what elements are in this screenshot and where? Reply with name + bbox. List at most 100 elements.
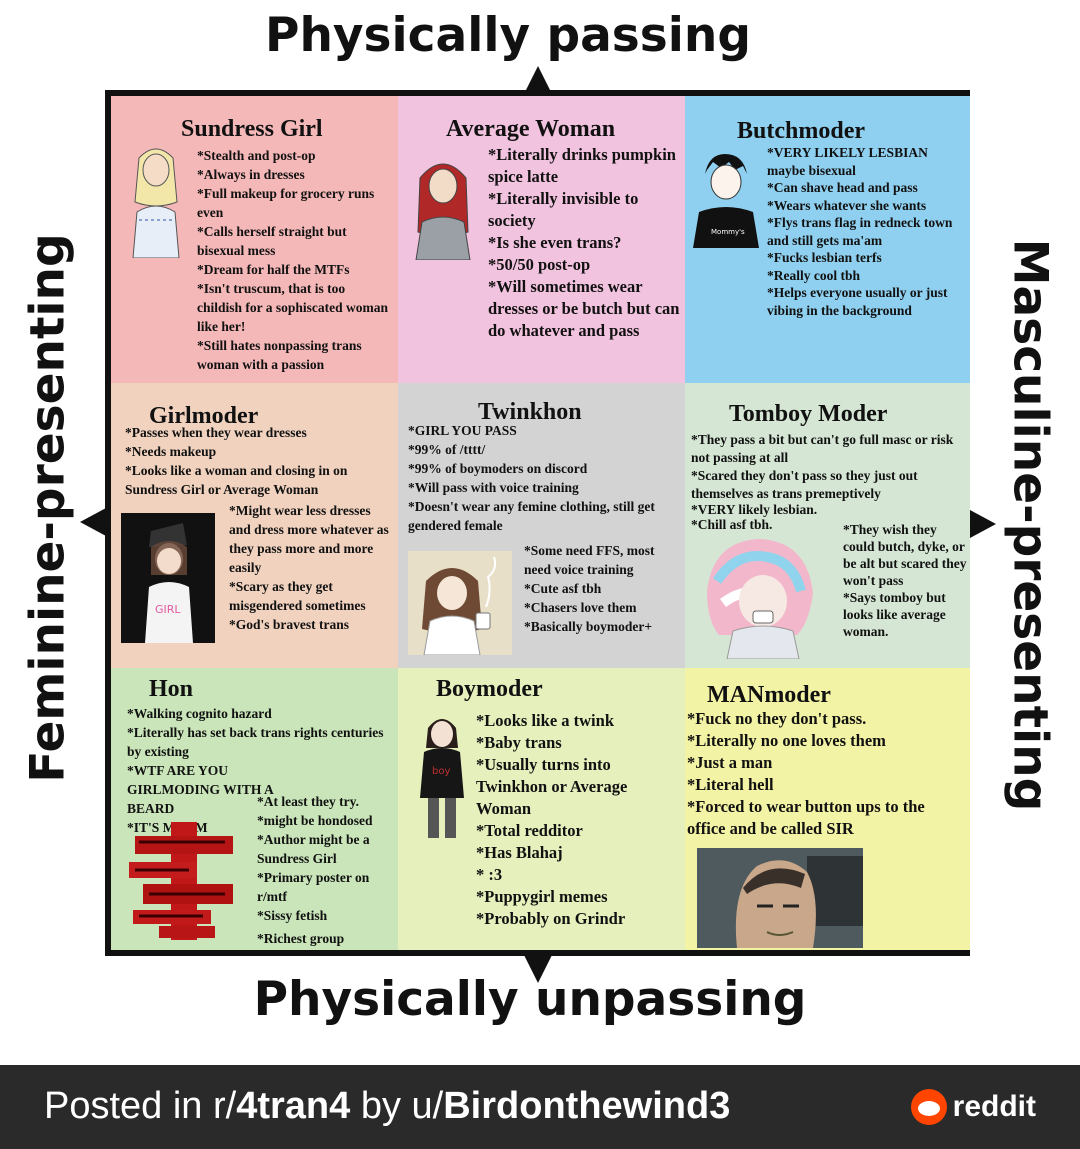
trait-item: *Richest group <box>257 931 345 946</box>
cell-average-woman: Average Woman *Literally drinks pumpkin … <box>398 96 685 383</box>
trait-item: *VERY LIKELY LESBIAN maybe bisexual <box>767 145 928 178</box>
trait-item: *Usually turns into Twinkhon or Average … <box>476 755 628 818</box>
trait-item: *VERY likely lesbian. <box>691 502 818 517</box>
cell-tomboy-moder: Tomboy Moder *They pass a bit but can't … <box>685 383 970 668</box>
arrow-down-icon <box>524 955 552 983</box>
trait-item: *99% of /tttt/ <box>408 442 486 457</box>
trait-item: *Doesn't wear any femine clothing, still… <box>408 499 655 533</box>
manmoder-portrait <box>697 848 863 948</box>
trait-item: *Will pass with voice training <box>408 480 579 495</box>
cell-boymoder: Boymoder boy *Looks like a twink *Baby t… <box>398 668 685 950</box>
trait-item: *Total redditor <box>476 821 583 840</box>
cell-title: Girlmoder <box>149 403 259 429</box>
cell-title: Butchmoder <box>737 118 865 144</box>
trait-item: *Helps everyone usually or just vibing i… <box>767 285 948 318</box>
trait-item: *God's bravest trans <box>229 617 350 632</box>
arrow-up-icon <box>524 66 552 94</box>
trait-list-side: *Might wear less dresses and dress more … <box>229 501 393 634</box>
reddit-wordmark: reddit <box>952 1090 1036 1123</box>
subreddit-link[interactable]: 4tran4 <box>236 1085 351 1127</box>
trait-item: *Fuck no they don't pass. <box>687 709 867 728</box>
tomboy-moder-portrait <box>707 539 813 659</box>
trait-item: *Just a man <box>687 753 773 772</box>
trait-item: *They pass a bit but can't go full masc … <box>691 432 954 465</box>
trait-item: *Looks like a twink <box>476 711 614 730</box>
shirt-text: GIRL <box>155 603 181 616</box>
trait-item: *might be hondosed <box>257 813 373 828</box>
svg-text:Mommy's: Mommy's <box>711 228 745 236</box>
trait-item: *Fucks lesbian terfs <box>767 250 882 265</box>
trait-item: *Calls herself straight but bisexual mes… <box>197 224 347 258</box>
girlmoder-portrait: GIRL <box>121 513 215 643</box>
trait-item: *Literally no one loves them <box>687 731 886 750</box>
trait-item: *GIRL YOU PASS <box>408 423 517 438</box>
trait-item: *Flys trans flag in redneck town and sti… <box>767 215 953 248</box>
trait-item: *Probably on Grindr <box>476 909 626 928</box>
cell-girlmoder: Girlmoder *Passes when they wear dresses… <box>111 383 398 668</box>
post-by: by u/ <box>350 1085 444 1127</box>
trait-item: *They wish they could butch, dyke, or be… <box>843 522 967 588</box>
trait-item: *Isn't truscum, that is too childish for… <box>197 281 389 334</box>
cell-title: Hon <box>149 676 194 702</box>
post-attribution: Posted in r/4tran4 by u/Birdonthewind3 <box>44 1085 730 1128</box>
trait-item: * :3 <box>476 865 503 884</box>
trait-list: *They pass a bit but can't go full masc … <box>691 431 967 534</box>
trait-item: *Some need FFS, most need voice training <box>524 543 655 577</box>
alignment-grid: Sundress Girl *Stealth and post-op *Alwa… <box>105 90 970 956</box>
redacted-hon-image <box>129 822 233 940</box>
trait-list: *Stealth and post-op *Always in dresses … <box>197 146 393 374</box>
trait-item: *Basically boymoder+ <box>524 619 653 634</box>
trait-item: *Forced to wear button ups to the office… <box>687 797 925 838</box>
trait-item: *Really cool tbh <box>767 267 860 283</box>
trait-list-side: *At least they try. *might be hondosed *… <box>257 792 395 948</box>
trait-item: *Literally has set back trans rights cen… <box>127 725 384 759</box>
arrow-right-icon <box>970 510 996 538</box>
footer-bar: Posted in r/4tran4 by u/Birdonthewind3 r… <box>0 1065 1080 1149</box>
trait-list: *GIRL YOU PASS *99% of /tttt/ *99% of bo… <box>408 421 680 535</box>
cell-hon: Hon *Walking cognito hazard *Literally h… <box>111 668 398 950</box>
cell-title: MANmoder <box>707 682 831 708</box>
trait-item: *Has Blahaj <box>476 843 563 862</box>
sundress-girl-portrait <box>132 148 180 258</box>
trait-item: *WTF ARE YOU GIRLMODING WITH A BEARD <box>127 763 274 816</box>
trait-item: *Literal hell <box>687 775 774 794</box>
trait-item: *Cute asf tbh <box>524 581 602 596</box>
trait-item: *Needs makeup <box>125 444 217 459</box>
trait-list-side: *Some need FFS, most need voice training… <box>524 541 684 636</box>
cell-manmoder: MANmoder *Fuck no they don't pass. *Lite… <box>685 668 970 950</box>
trait-list: *Looks like a twink *Baby trans *Usually… <box>476 710 682 930</box>
trait-item: *At least they try. <box>257 794 359 809</box>
trait-item: *Full makeup for grocery runs even <box>197 186 375 220</box>
trait-item: *Still hates nonpassing trans woman with… <box>197 338 362 372</box>
trait-list-side: *They wish they could butch, dyke, or be… <box>843 521 969 640</box>
username-link[interactable]: Birdonthewind3 <box>443 1085 731 1127</box>
trait-item: *Always in dresses <box>197 167 305 182</box>
trait-item: *99% of boymoders on discord <box>408 461 588 476</box>
arrow-left-icon <box>80 508 106 536</box>
cell-butchmoder: Butchmoder Mommy's *VERY LIKELY LESBIAN … <box>685 96 970 383</box>
post-prefix: Posted in r/ <box>44 1085 237 1127</box>
trait-item: *50/50 post-op <box>488 255 591 274</box>
trait-item: *Can shave head and pass <box>767 180 918 195</box>
trait-item: *Chill asf tbh. <box>691 517 773 532</box>
trait-item: *Dream for half the MTFs <box>197 262 350 277</box>
trait-item: *Primary poster on r/mtf <box>257 870 370 904</box>
cell-title: Average Woman <box>446 116 616 142</box>
trait-item: *Says tomboy but looks like average woma… <box>843 590 946 639</box>
trait-item: *Author might be a Sundress Girl <box>257 832 370 866</box>
trait-item: *Passes when they wear dresses <box>125 425 307 440</box>
trait-item: *Sissy fetish <box>257 908 328 923</box>
cell-title: Tomboy Moder <box>729 401 888 427</box>
trait-item: *Looks like a woman and closing in on Su… <box>125 463 348 497</box>
shirt-text: boy <box>432 766 450 777</box>
trait-item: *Will sometimes wear dresses or be butch… <box>488 277 680 340</box>
reddit-logo: reddit <box>910 1089 1036 1125</box>
trait-item: *Might wear less dresses and dress more … <box>229 503 389 575</box>
trait-list: *Passes when they wear dresses *Needs ma… <box>125 423 391 499</box>
trait-list: *Literally drinks pumpkin spice latte *L… <box>488 144 680 342</box>
cell-title: Sundress Girl <box>181 116 323 142</box>
twinkhon-portrait <box>408 551 512 655</box>
trait-item: *Scared they don't pass so they just out… <box>691 468 918 501</box>
right-axis-label: Masculine-presenting <box>1002 238 1058 812</box>
trait-list: *Fuck no they don't pass. *Literally no … <box>687 708 967 840</box>
